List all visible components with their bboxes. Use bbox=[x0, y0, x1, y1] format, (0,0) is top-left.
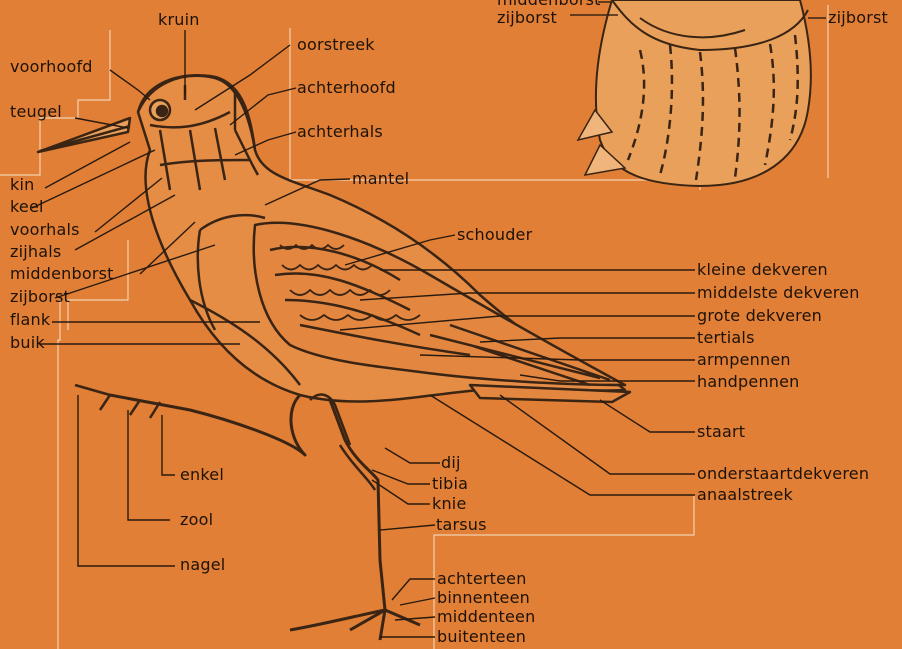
label-kleine-dekveren: kleine dekveren bbox=[697, 261, 828, 279]
label-nagel: nagel bbox=[180, 556, 225, 574]
label-enkel: enkel bbox=[180, 466, 224, 484]
label-flank: flank bbox=[10, 311, 50, 329]
label-grote-dekveren: grote dekveren bbox=[697, 307, 822, 325]
main-bird-illustration bbox=[38, 75, 630, 640]
label-tarsus: tarsus bbox=[436, 516, 487, 534]
label-achterhoofd: achterhoofd bbox=[297, 79, 396, 97]
label-voorhoofd: voorhoofd bbox=[10, 58, 93, 76]
label-handpennen: handpennen bbox=[697, 373, 800, 391]
label-middenteen: middenteen bbox=[437, 608, 535, 626]
label-mantel: mantel bbox=[352, 170, 409, 188]
label-oorstreek: oorstreek bbox=[297, 36, 375, 54]
label-kruin: kruin bbox=[158, 11, 200, 29]
label-keel: keel bbox=[10, 198, 44, 216]
label-voorhals: voorhals bbox=[10, 221, 80, 239]
label-dij: dij bbox=[441, 454, 461, 472]
label-zijhals: zijhals bbox=[10, 243, 61, 261]
label-middenborst: middenborst bbox=[10, 265, 114, 283]
label-achterteen: achterteen bbox=[437, 570, 527, 588]
label-schouder: schouder bbox=[457, 226, 532, 244]
label-staart: staart bbox=[697, 423, 745, 441]
label-binnenteen: binnenteen bbox=[437, 589, 530, 607]
label-tibia: tibia bbox=[432, 475, 468, 493]
label-armpennen: armpennen bbox=[697, 351, 791, 369]
label-tertials: tertials bbox=[697, 329, 755, 347]
label-buitenteen: buitenteen bbox=[437, 628, 526, 646]
inset-breast-illustration bbox=[570, 0, 826, 186]
label-zool: zool bbox=[180, 511, 213, 529]
label-anaalstreek: anaalstreek bbox=[697, 486, 793, 504]
label-knie: knie bbox=[432, 495, 467, 513]
label-kin: kin bbox=[10, 176, 34, 194]
label-inset-zijborst-left: zijborst bbox=[497, 9, 557, 27]
label-teugel: teugel bbox=[10, 103, 62, 121]
label-inset-zijborst-right: zijborst bbox=[828, 9, 888, 27]
label-buik: buik bbox=[10, 334, 45, 352]
label-achterhals: achterhals bbox=[297, 123, 383, 141]
label-onderstaartdekveren: onderstaartdekveren bbox=[697, 465, 869, 483]
label-middelste-dekveren: middelste dekveren bbox=[697, 284, 860, 302]
label-zijborst: zijborst bbox=[10, 288, 70, 306]
